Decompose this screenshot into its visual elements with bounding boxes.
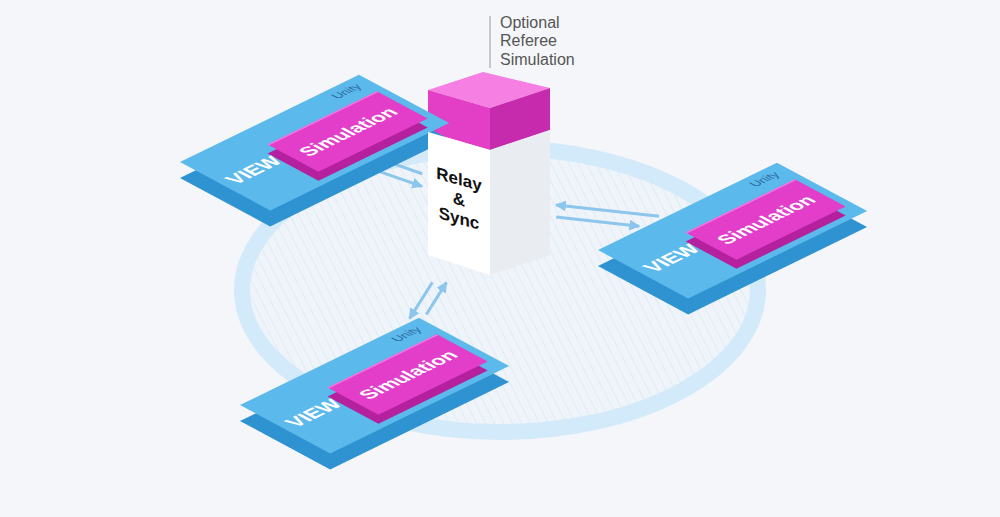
view-board: VIEW UnitySimulation [240,318,509,454]
simulation-label: Simulation [687,180,845,260]
platform-label: Unity [388,325,425,344]
simulation-block: Simulation [686,179,846,260]
platform-label: Unity [328,82,365,101]
simulation-block: Simulation [268,91,428,172]
simulation-label: Simulation [329,335,487,415]
simulation-label: Simulation [269,92,427,172]
callout-label: Optional Referee Simulation [500,14,592,69]
cube-left-face [428,132,490,275]
view-board: VIEW UnitySimulation [180,75,449,211]
view-label: VIEW [280,396,349,430]
cube-right-face [490,130,550,275]
simulation-block: Simulation [328,334,488,415]
sync-arrow [556,205,659,216]
sync-arrow [410,282,433,318]
view-board: VIEW UnitySimulation [598,163,867,299]
view-label: VIEW [220,153,289,187]
sync-arrow [383,160,422,174]
view-label: VIEW [638,241,707,275]
relay-cube: Relay & Sync [428,130,550,277]
leader-line [490,16,491,68]
sync-arrow [556,217,639,226]
platform-label: Unity [746,170,783,189]
